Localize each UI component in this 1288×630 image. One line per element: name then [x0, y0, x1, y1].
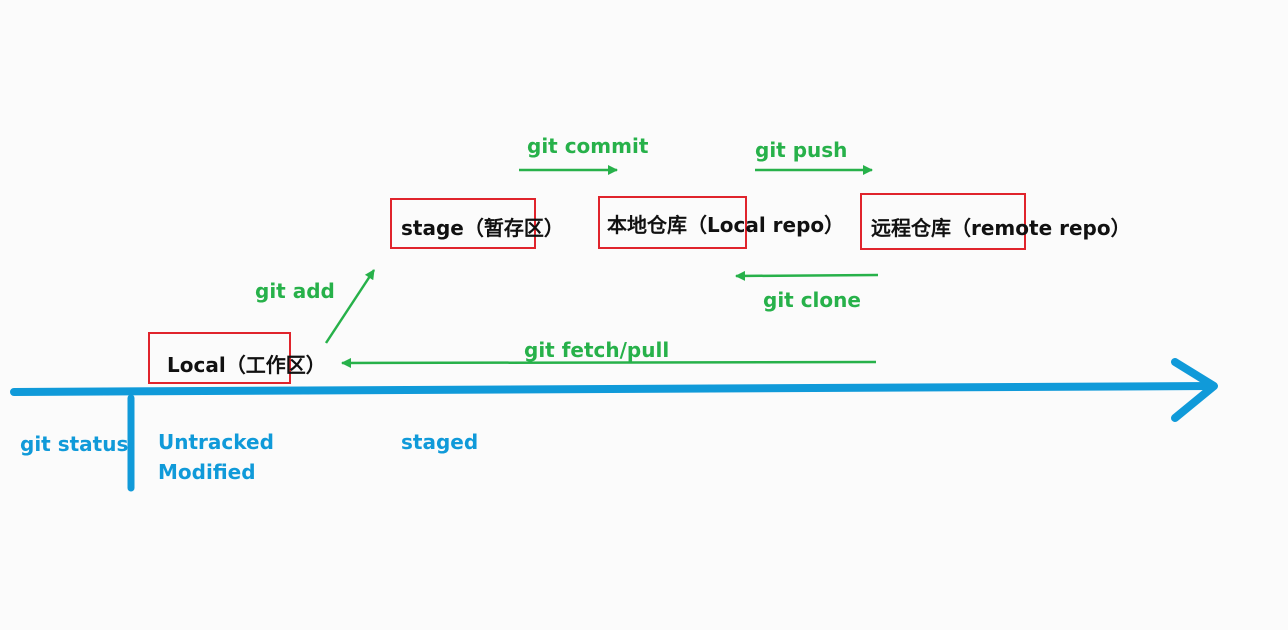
git-fetch-pull-arrow	[341, 357, 877, 368]
local-node-label: Local（工作区）	[167, 353, 326, 377]
git-add-label: git add	[255, 279, 335, 303]
git-push-label: git push	[755, 138, 848, 162]
git-clone-label: git clone	[763, 288, 861, 312]
git-clone-arrow	[735, 270, 879, 281]
remote-repo-node-label: 远程仓库（remote repo）	[871, 216, 1131, 240]
status-staged: staged	[401, 430, 479, 454]
local-repo-box	[598, 196, 747, 249]
remote-repo-box	[860, 193, 1026, 250]
status-untracked: Untracked	[158, 430, 274, 454]
timeline-arrowhead	[1171, 358, 1218, 422]
stage-node-label: stage（暂存区）	[401, 216, 564, 240]
git-add-arrow	[324, 269, 376, 344]
git-commit-label: git commit	[527, 134, 649, 158]
git-status-label: git status:	[20, 432, 137, 456]
status-modified: Modified	[158, 460, 256, 484]
timeline-axis	[10, 382, 1216, 396]
local-repo-node-label: 本地仓库（Local repo）	[607, 213, 845, 237]
local-box	[148, 332, 291, 384]
stage-box	[390, 198, 536, 249]
git-fetch-pull-label: git fetch/pull	[524, 338, 670, 362]
